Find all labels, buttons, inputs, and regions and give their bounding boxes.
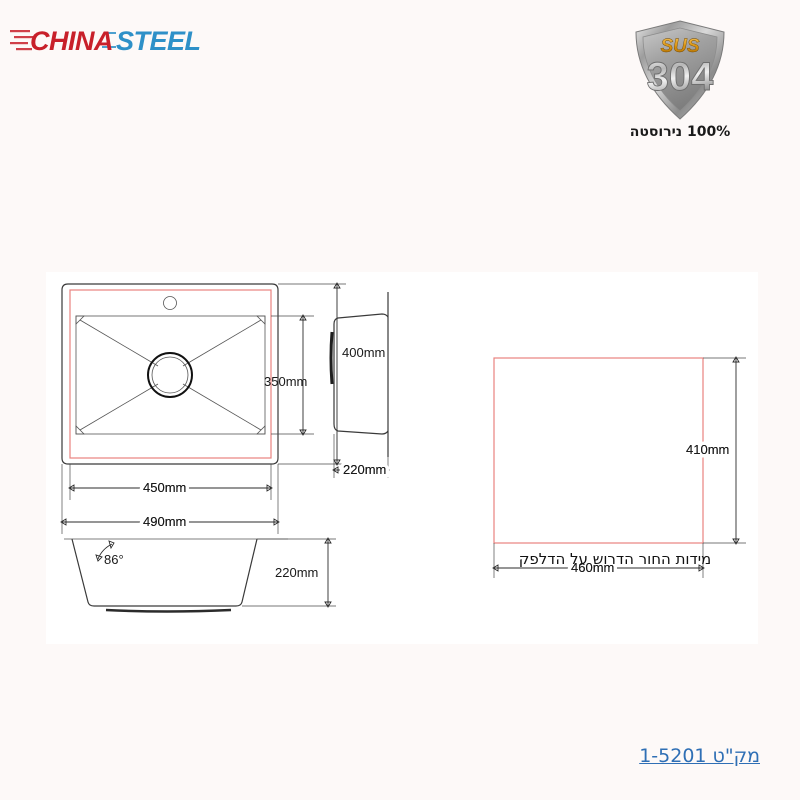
cutout-view-group: 410mm 410mm 460mm 460mm — [492, 356, 746, 579]
side-view-dimensions: 220mm 220mm — [332, 434, 390, 481]
side-view-lip — [329, 331, 334, 385]
technical-drawing-panel: 400mm 350mm 450mm 450mm 490mm 490mm — [46, 272, 758, 644]
dim-cutout-width: 460mm — [571, 560, 614, 575]
dim-side-depth: 220mm — [343, 462, 386, 477]
dim-inner-width: 450mm — [143, 480, 186, 495]
brand-logo: CHINA STEEL — [10, 18, 240, 60]
side-view-group — [329, 292, 389, 457]
dim-outer-width: 490mm — [143, 514, 186, 529]
dim-cutout-height-halo: 410mm — [686, 442, 729, 457]
badge-caption: 100% נירוסטה — [629, 124, 731, 140]
dim-outer-height: 400mm — [342, 345, 385, 360]
dim-inner-height: 350mm — [264, 374, 307, 389]
brand-name-china: CHINA — [30, 26, 113, 56]
section-view-group: 86° — [64, 538, 288, 613]
section-view-dimensions: 220mm — [242, 537, 336, 608]
brand-logo-svg: CHINA STEEL — [10, 26, 201, 56]
angle-label: 86° — [104, 552, 124, 567]
cutout-rectangle — [493, 357, 704, 544]
product-code-link[interactable]: מק"ט 1-5201 — [639, 745, 760, 767]
section-bottom-shadow — [105, 608, 232, 613]
brand-name-steel: STEEL — [116, 26, 201, 56]
dim-outer-width-halo: 490mm — [143, 514, 186, 529]
shield-inner — [642, 27, 718, 112]
dim-section-height: 220mm — [275, 565, 318, 580]
cutout-caption: מידות החור הדרוש על הדלפק — [518, 550, 712, 568]
badge-sus-label: SUS — [660, 36, 699, 57]
technical-drawing-svg: 400mm 350mm 450mm 450mm 490mm 490mm — [60, 282, 746, 613]
dim-inner-width-halo: 450mm — [143, 480, 186, 495]
speed-streak-icon — [10, 30, 116, 51]
top-view-dimensions: 400mm 350mm 450mm 450mm 490mm 490mm — [60, 282, 385, 534]
dim-cutout-height: 410mm — [686, 442, 729, 457]
shield-icon: SUS 304 — [635, 20, 725, 120]
badge-grade-label: 304 — [647, 55, 714, 99]
sus-304-badge: SUS 304 — [628, 18, 732, 122]
dim-cutout-width-halo: 460mm — [571, 560, 614, 575]
dim-side-depth-halo: 220mm — [343, 462, 386, 477]
top-view-group — [61, 283, 279, 465]
